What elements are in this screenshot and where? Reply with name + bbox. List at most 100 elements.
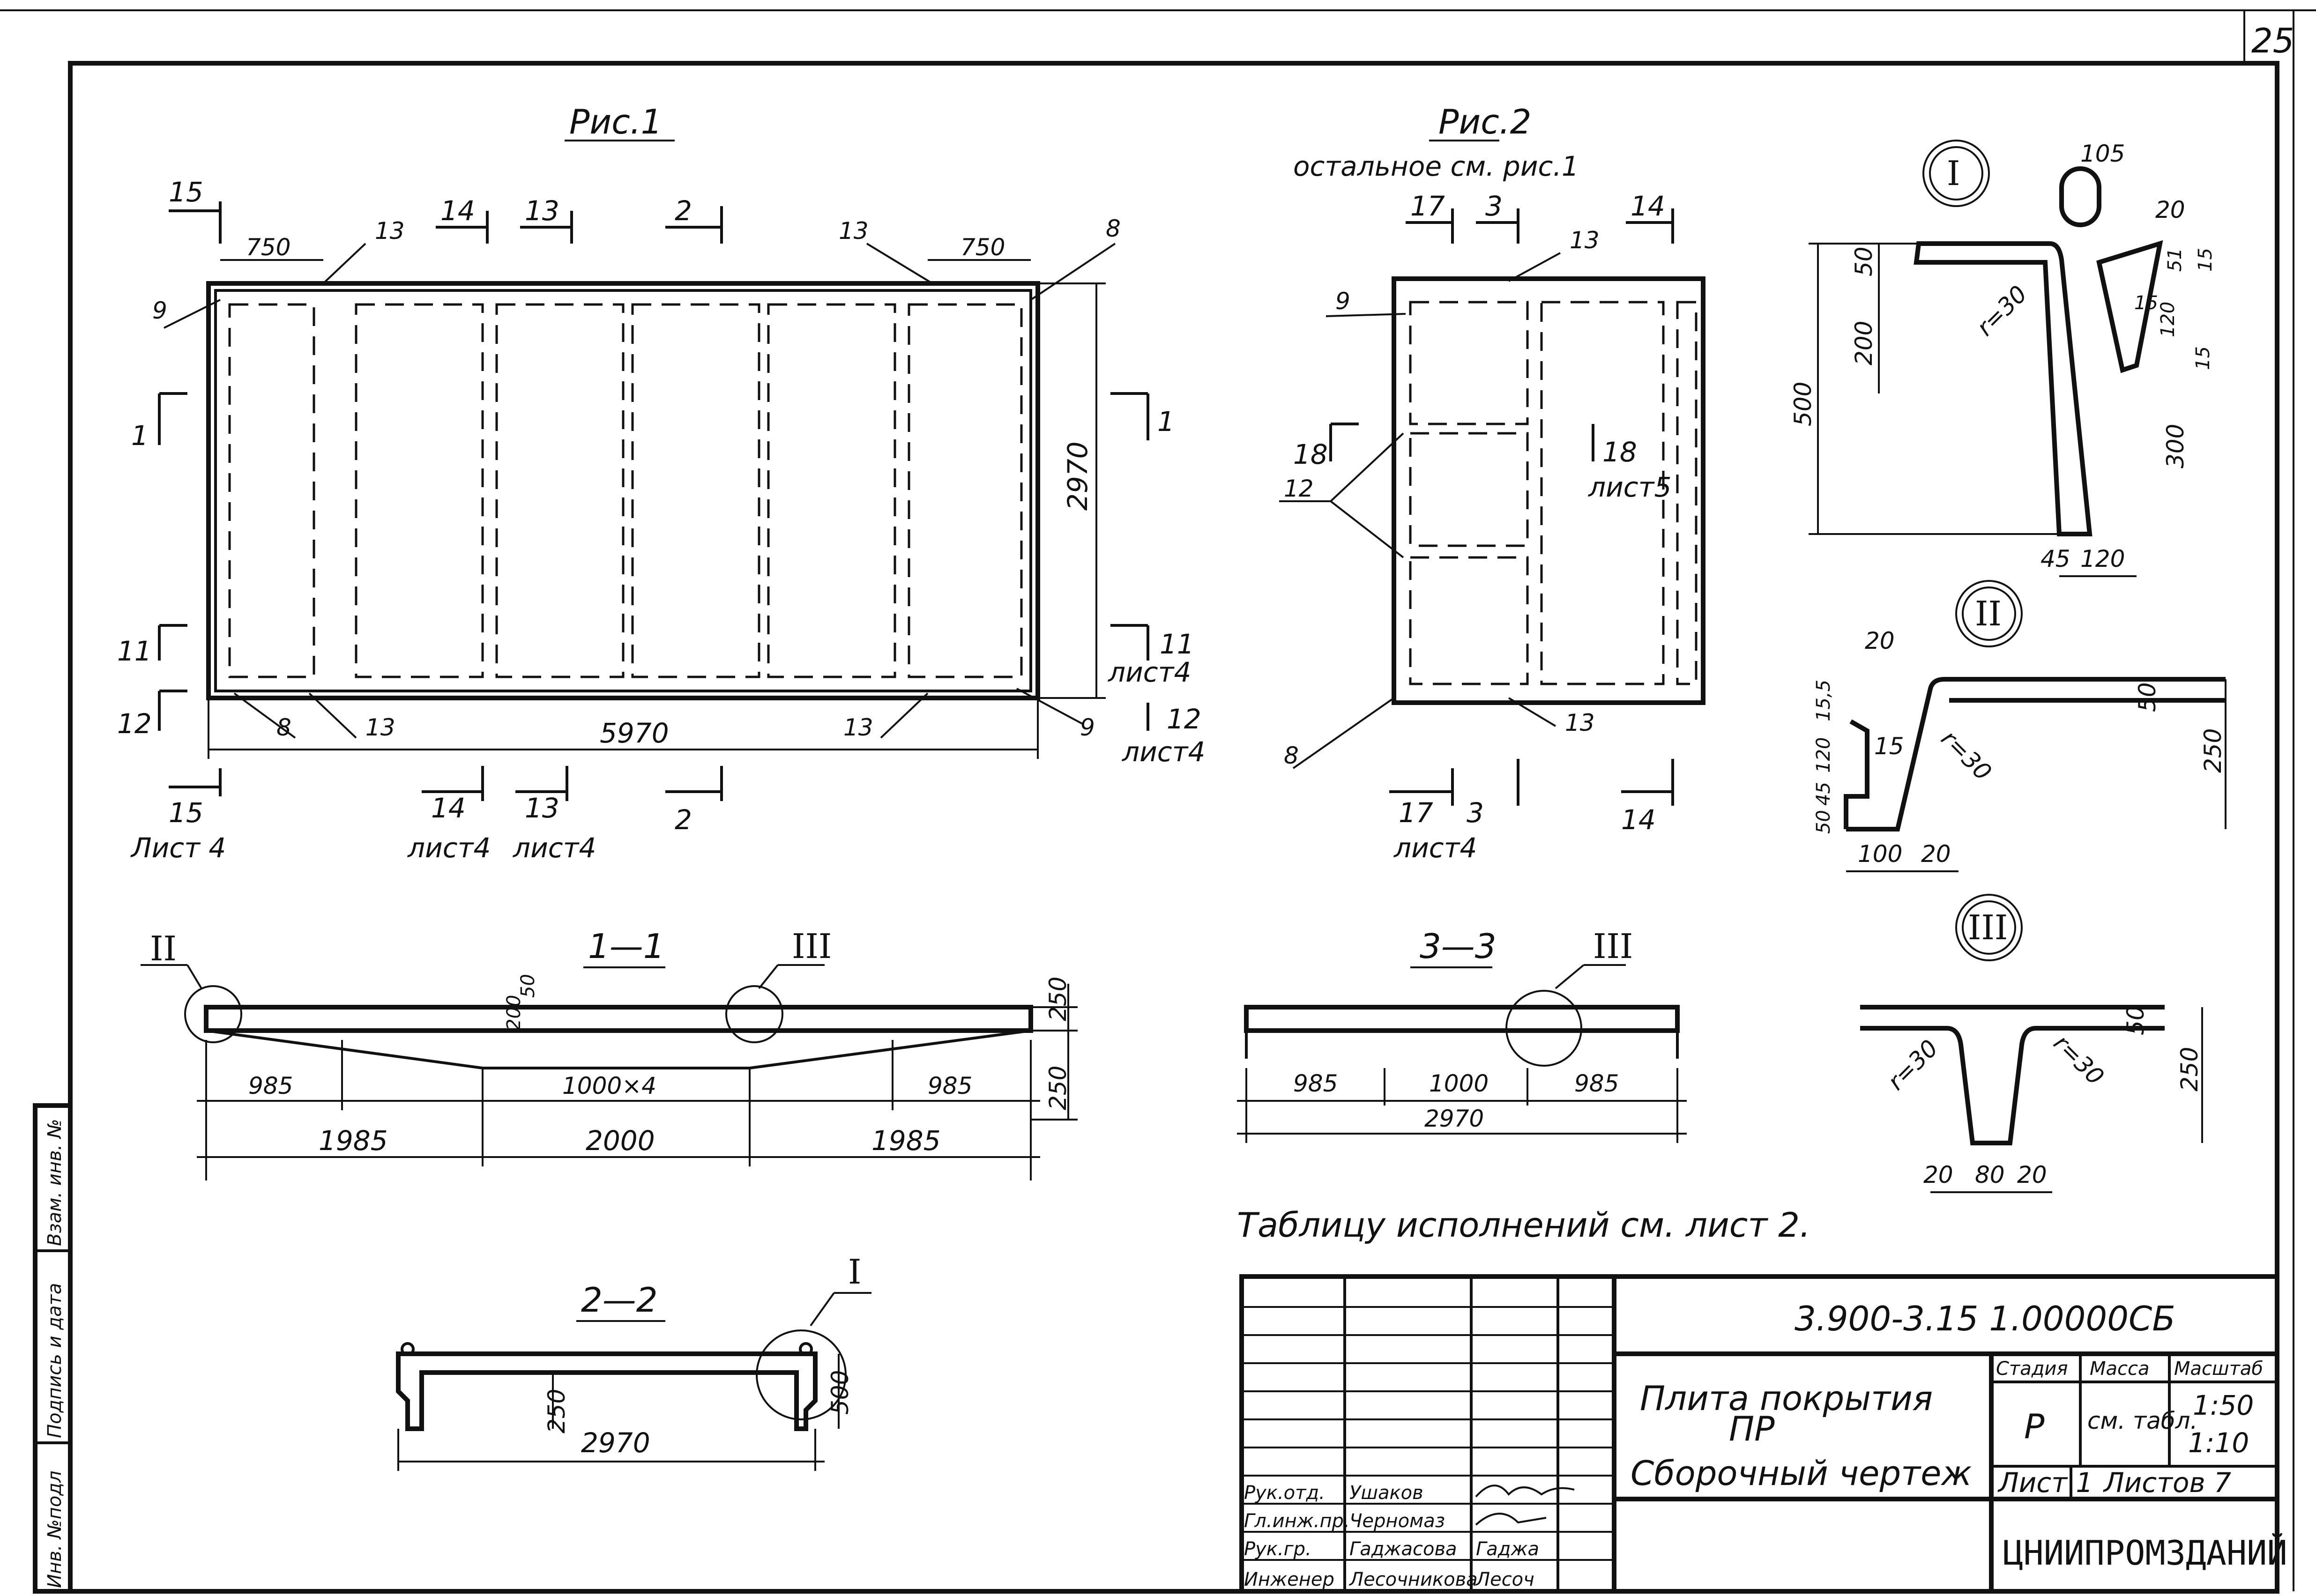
fig1-cut-12-right-sheet: лист4 bbox=[1122, 736, 1205, 768]
fig1-pos-9-left: 9 bbox=[152, 297, 167, 324]
section-2-2-title: 2—2 bbox=[581, 1280, 658, 1320]
fig1-title: Рис.1 bbox=[569, 102, 663, 141]
detail-III: III r=30 r=30 50 250 20 80 20 bbox=[1860, 894, 2203, 1193]
title-block-sheet: Лист 1 bbox=[1997, 1467, 2093, 1499]
detail-II-d50b: 50 bbox=[2134, 682, 2161, 712]
detail-II-r30: r=30 bbox=[1936, 725, 1997, 786]
section-3-3: 3—3 III 985 1000 985 2970 bbox=[1237, 927, 1687, 1143]
title-block: 3.900-3.15 1.00000СБ Плита покрытия ПР С… bbox=[1239, 1274, 2287, 1594]
fig1-cut-13-bottom: 13 bbox=[525, 792, 559, 824]
detail-I-d50: 50 bbox=[1850, 246, 1877, 276]
detail-II: II 20 15,5 120 45 50 15 r=30 50 250 100 … bbox=[1813, 580, 2227, 872]
title-block-name-3: Гаджасова bbox=[1349, 1538, 1457, 1560]
detail-III-d80: 80 bbox=[1975, 1161, 2005, 1188]
fig1-pos-13-c: 13 bbox=[365, 714, 395, 741]
fig2-pos-13-bottom: 13 bbox=[1565, 709, 1595, 736]
section-2-2-dim-h: 250 bbox=[543, 1389, 570, 1433]
side-stamp-inv-replace: Взам. инв. № bbox=[44, 1119, 66, 1246]
detail-I-d300: 300 bbox=[2162, 424, 2189, 468]
fig1-cut-13-bottom-sheet: лист4 bbox=[513, 832, 596, 864]
fig2-cut-17-bottom: 17 bbox=[1399, 797, 1433, 829]
section-3-3-dim-985-left: 985 bbox=[1293, 1070, 1338, 1097]
title-block-role-3: Рук.гр. bbox=[1244, 1538, 1311, 1560]
fig1-cut-1-right: 1 bbox=[1157, 406, 1175, 438]
detail-II-d120: 120 bbox=[1813, 737, 1834, 773]
detail-III-d50: 50 bbox=[2122, 1005, 2149, 1035]
detail-I-d15a: 15 bbox=[2195, 248, 2216, 272]
fig2-pos-8: 8 bbox=[1284, 742, 1299, 769]
fig1-cut-15-bottom: 15 bbox=[169, 797, 203, 829]
detail-II-d155: 15,5 bbox=[1813, 680, 1834, 721]
detail-I-d120: 120 bbox=[2157, 302, 2179, 337]
fig1-cut-15-bottom-sheet: Лист 4 bbox=[130, 832, 226, 864]
title-block-sign-3: Гаджа bbox=[1476, 1538, 1539, 1560]
detail-I-label: I bbox=[1947, 154, 1960, 193]
section-2-2-callout: I bbox=[848, 1252, 861, 1292]
section-3-3-dim-total: 2970 bbox=[1424, 1105, 1484, 1132]
detail-II-d100: 100 bbox=[1858, 840, 1902, 868]
detail-I-d45: 45 bbox=[2040, 545, 2070, 572]
fig1-pos-8-top: 8 bbox=[1106, 215, 1121, 242]
title-block-sign-4: Лесоч bbox=[1475, 1569, 1534, 1590]
detail-I-d51: 51 bbox=[2164, 248, 2186, 272]
section-1-1-dim-rib: 200 bbox=[503, 995, 525, 1031]
fig1-pos-13-d: 13 bbox=[843, 714, 873, 741]
fig1-dim-length: 5970 bbox=[600, 717, 669, 749]
title-block-name-line1: Плита покрытия bbox=[1640, 1379, 1933, 1418]
section-3-3-dim-1000: 1000 bbox=[1429, 1070, 1489, 1097]
section-1-1-dim-985-left: 985 bbox=[248, 1072, 293, 1099]
section-1-1-dim-h2: 250 bbox=[1044, 1066, 1072, 1110]
detail-II-d50: 50 bbox=[1813, 810, 1834, 834]
fig2-cut-18-left: 18 bbox=[1293, 438, 1328, 470]
section-3-3-title: 3—3 bbox=[1420, 927, 1497, 966]
title-block-name-2: Черномаз bbox=[1349, 1510, 1445, 1532]
fig2-cut-17-top: 17 bbox=[1410, 190, 1445, 222]
section-1-1-dim-50: 50 bbox=[517, 974, 539, 998]
figure-1-plan: Рис.1 5970 2970 750 750 13 13 8 9 bbox=[117, 102, 1205, 864]
title-block-name-line3: Сборочный чертеж bbox=[1631, 1454, 1972, 1493]
title-block-role-2: Гл.инж.пр. bbox=[1244, 1510, 1350, 1532]
fig2-subtitle: остальное см. рис.1 bbox=[1293, 150, 1579, 182]
fig1-cut-12-right: 12 bbox=[1167, 703, 1201, 735]
detail-I-d500: 500 bbox=[1789, 382, 1817, 426]
detail-II-d250: 250 bbox=[2199, 728, 2227, 773]
fig2-pos-12: 12 bbox=[1284, 475, 1314, 502]
section-2-2-dim-h2: 500 bbox=[827, 1370, 854, 1415]
fig2-cut-14-top: 14 bbox=[1631, 190, 1665, 222]
fig1-cut-14-top: 14 bbox=[440, 195, 475, 227]
section-1-1-callout-III: III bbox=[792, 927, 832, 966]
fig1-dim-750-right: 750 bbox=[961, 234, 1005, 261]
fig2-pos-9: 9 bbox=[1335, 288, 1350, 315]
title-block-name-4: Лесочникова bbox=[1348, 1569, 1478, 1590]
fig1-cut-13-top: 13 bbox=[525, 195, 559, 227]
section-1-1-dim-1985-left: 1985 bbox=[319, 1125, 388, 1157]
section-1-1-callout-II: II bbox=[150, 929, 177, 968]
fig2-cut-18-right: 18 bbox=[1602, 436, 1637, 468]
section-1-1-dim-1000x4: 1000×4 bbox=[562, 1072, 656, 1099]
fig1-pos-13-a: 13 bbox=[375, 217, 405, 245]
detail-II-d15: 15 bbox=[1874, 733, 1904, 760]
fig2-cut-3-top: 3 bbox=[1485, 190, 1503, 222]
title-block-scale2: 1:10 bbox=[2188, 1427, 2249, 1459]
section-3-3-dim-985-right: 985 bbox=[1574, 1070, 1619, 1097]
fig1-pos-9-bottom: 9 bbox=[1080, 714, 1095, 741]
fig1-cut-11-right-sheet: лист4 bbox=[1108, 656, 1191, 688]
detail-III-r30b: r=30 bbox=[2048, 1029, 2109, 1090]
note-table-ref: Таблицу исполнений см. лист 2. bbox=[1237, 1205, 1810, 1245]
section-2-2: 2—2 I 250 500 2970 bbox=[396, 1252, 871, 1471]
fig2-cut-3-bottom: 3 bbox=[1467, 797, 1484, 829]
detail-III-r30a: r=30 bbox=[1882, 1034, 1943, 1095]
fig1-cut-2-bottom: 2 bbox=[675, 804, 692, 836]
fig1-cut-1-left: 1 bbox=[131, 420, 149, 452]
fig1-cut-15-top: 15 bbox=[169, 176, 203, 208]
title-block-scale-header: Масштаб bbox=[2174, 1358, 2263, 1380]
title-block-stage: Р bbox=[2024, 1407, 2045, 1446]
fig1-cut-14-bottom-sheet: лист4 bbox=[407, 832, 491, 864]
detail-II-d20b: 20 bbox=[1921, 840, 1951, 868]
title-block-mass-header: Масса bbox=[2090, 1358, 2150, 1380]
detail-I-d120b: 120 bbox=[2080, 545, 2125, 572]
detail-I-d15b: 15 bbox=[2134, 292, 2158, 314]
fig1-dim-width: 2970 bbox=[1062, 441, 1094, 511]
signature-1 bbox=[1475, 1485, 1575, 1498]
fig1-cut-2-top: 2 bbox=[675, 195, 692, 227]
